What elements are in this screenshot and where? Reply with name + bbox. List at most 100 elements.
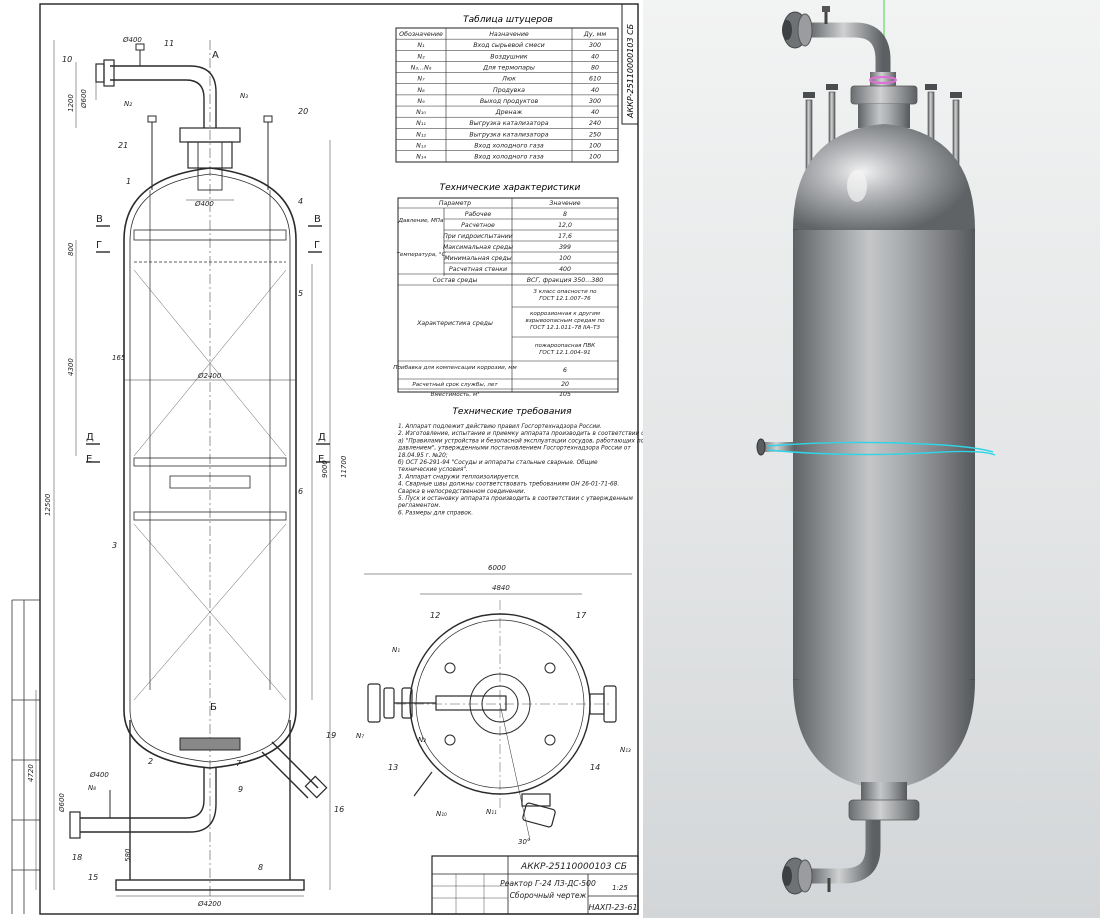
dim-text-h9000: 9000 bbox=[321, 460, 329, 478]
view-label-b: Б bbox=[210, 702, 217, 713]
tech-table-frame bbox=[397, 197, 619, 393]
code-stamp-box bbox=[621, 3, 639, 125]
plan-labels: 6000 4840 12 17 13 14 N₁ N₇ N₂ N₁₃ N₁₀ N… bbox=[356, 564, 631, 846]
front-label-n3: N₃ bbox=[240, 92, 248, 100]
tech-table-title: Технические характеристики bbox=[440, 183, 581, 193]
front-label-n2: N₂ bbox=[124, 100, 132, 108]
nozzle-table-header: Обозначение bbox=[399, 30, 443, 38]
nozzle-table-cell: N₃…N₆ bbox=[411, 64, 432, 71]
requirement-line: 6. Размеры для справок. bbox=[398, 510, 473, 516]
nozzle-table-cell: Выгрузка катализатора bbox=[469, 120, 548, 127]
callout-15: 15 bbox=[88, 873, 98, 882]
nozzle-table-cell: 300 bbox=[589, 42, 601, 49]
plan-bottom-flange bbox=[522, 802, 556, 828]
tech-table-extra-param: Вместимость, м³ bbox=[431, 391, 481, 398]
tech-table-value: 8 bbox=[563, 211, 567, 218]
callout-7: 7 bbox=[236, 759, 242, 768]
3d-inlet-pipe bbox=[811, 22, 891, 78]
sheet-frame bbox=[39, 3, 639, 915]
tech-table-char-value: ГОСТ 12.1.007–76 bbox=[539, 296, 591, 302]
title-block bbox=[431, 855, 639, 915]
callout-20: 20 bbox=[298, 107, 308, 116]
plan-text-4840: 4840 bbox=[492, 584, 510, 592]
nozzle-table-cell: Вход холодного газа bbox=[474, 143, 544, 150]
nozzle-table-cell: 610 bbox=[589, 76, 601, 83]
3d-model-viewport[interactable] bbox=[643, 0, 1100, 918]
plan-view bbox=[364, 573, 632, 841]
3d-side-nozzle bbox=[761, 442, 795, 452]
3d-top-flange bbox=[850, 85, 918, 105]
requirements-block: Технические требования 1. Аппарат подлеж… bbox=[397, 407, 648, 516]
title-block-group: НАХП-23-61 bbox=[588, 903, 637, 912]
nozzle-table-cell: Для термопары bbox=[482, 64, 535, 71]
plan-nozzle-13 bbox=[444, 734, 456, 746]
3d-outlet-pipe bbox=[811, 820, 881, 884]
tech-table-char-value: взрывоопасным средам по bbox=[525, 318, 605, 324]
tech-table-param: При гидроиспытании bbox=[443, 233, 513, 240]
dim-text-d580: 580 bbox=[124, 848, 132, 862]
callout-1: 1 bbox=[126, 177, 131, 186]
nozzle-table-cell: N₂ bbox=[417, 53, 425, 60]
unload-flange bbox=[304, 775, 328, 799]
tech-table-medium-value: ВСГ, фракция 350…380 bbox=[527, 277, 603, 284]
tech-table-param: Максимальная среды bbox=[443, 244, 513, 251]
nozzle-table-cell: Дренаж bbox=[495, 109, 523, 116]
nozzle-table-cell: 300 bbox=[589, 98, 601, 105]
unload-nozzle-a bbox=[271, 741, 319, 789]
view-label-d-right: Д bbox=[318, 432, 326, 443]
dim-text-base: Ø4200 bbox=[197, 900, 222, 908]
nozzle-table-header: Ду, мм bbox=[583, 31, 606, 38]
title-block-frame bbox=[431, 855, 639, 915]
dim-text-d4300: 4300 bbox=[67, 358, 75, 376]
3d-selected-edge bbox=[869, 76, 897, 84]
3d-top-dome bbox=[793, 124, 975, 230]
tech-table-medium-label: Состав среды bbox=[433, 277, 478, 284]
tech-table-extra-param: Прибавка для компенсации коррозии, мм bbox=[393, 365, 517, 371]
3d-thermo-cap-4 bbox=[950, 92, 962, 98]
plan-nozzle-12 bbox=[444, 662, 456, 674]
plan-callout-14: 14 bbox=[590, 763, 600, 772]
thermo-cap-left bbox=[147, 115, 157, 123]
callout-2: 2 bbox=[148, 757, 153, 766]
tech-table-extra-value: 105 bbox=[559, 391, 571, 398]
vent-cap bbox=[135, 43, 145, 51]
engineering-drawing-sheet: АККР-25110000103 СБ bbox=[11, 3, 649, 915]
nozzle-table-cell: N₉ bbox=[417, 98, 425, 105]
callout-5: 5 bbox=[298, 289, 303, 298]
nozzle-table-cell: Воздушник bbox=[490, 53, 528, 60]
callout-21: 21 bbox=[118, 141, 128, 150]
nozzle-table-cell: N₁₄ bbox=[416, 154, 426, 161]
view-label-v-left: В bbox=[96, 214, 103, 225]
outlet-flange bbox=[69, 811, 81, 839]
plan-angle-line bbox=[499, 703, 531, 841]
3d-side-flange bbox=[756, 438, 766, 456]
dim-text-d165: 165 bbox=[112, 354, 126, 362]
nozzle-table-cell: Люк bbox=[501, 76, 516, 83]
tech-table-char-value: 3 класс опасности по bbox=[533, 289, 597, 295]
tech-table-extra-param: Расчетный срок службы, лет bbox=[412, 382, 498, 388]
3d-selection-curve-1 bbox=[766, 441, 994, 453]
3d-vent-cap bbox=[822, 6, 830, 12]
title-block-code: АККР-25110000103 СБ bbox=[520, 862, 627, 872]
3d-outlet-flange-face bbox=[797, 859, 813, 893]
3d-bottom-flange bbox=[848, 799, 920, 821]
outlet-pipe-outer bbox=[80, 768, 205, 819]
tech-table-value: 399 bbox=[559, 244, 571, 251]
plan-inlet-flange-1 bbox=[367, 683, 381, 723]
dim-text-d400b: Ø400 bbox=[194, 200, 214, 208]
vessel-front-view bbox=[69, 40, 330, 900]
3d-thermo-cap-3 bbox=[925, 84, 937, 90]
view-label-v-right: В bbox=[314, 214, 321, 225]
requirement-line: а) "Правилами устройства и безопасной эк… bbox=[398, 438, 643, 444]
nozzle-table-cell: Вход сырьевой смеси bbox=[473, 42, 545, 49]
inlet-flange bbox=[103, 59, 115, 87]
title-block-texts: АККР-25110000103 СБ Реактор Г-24 ЛЗ-ДС-5… bbox=[500, 862, 637, 912]
view-label-g-left: Г bbox=[96, 240, 102, 251]
callout-6: 6 bbox=[298, 487, 303, 496]
view-labels: А Б В В Г Г Д Д Е Е bbox=[86, 50, 326, 713]
tech-table-param: Расчетная стенки bbox=[449, 266, 507, 273]
inlet-pipe-outer bbox=[110, 65, 217, 128]
dim-text-d1200: 1200 bbox=[67, 94, 75, 112]
